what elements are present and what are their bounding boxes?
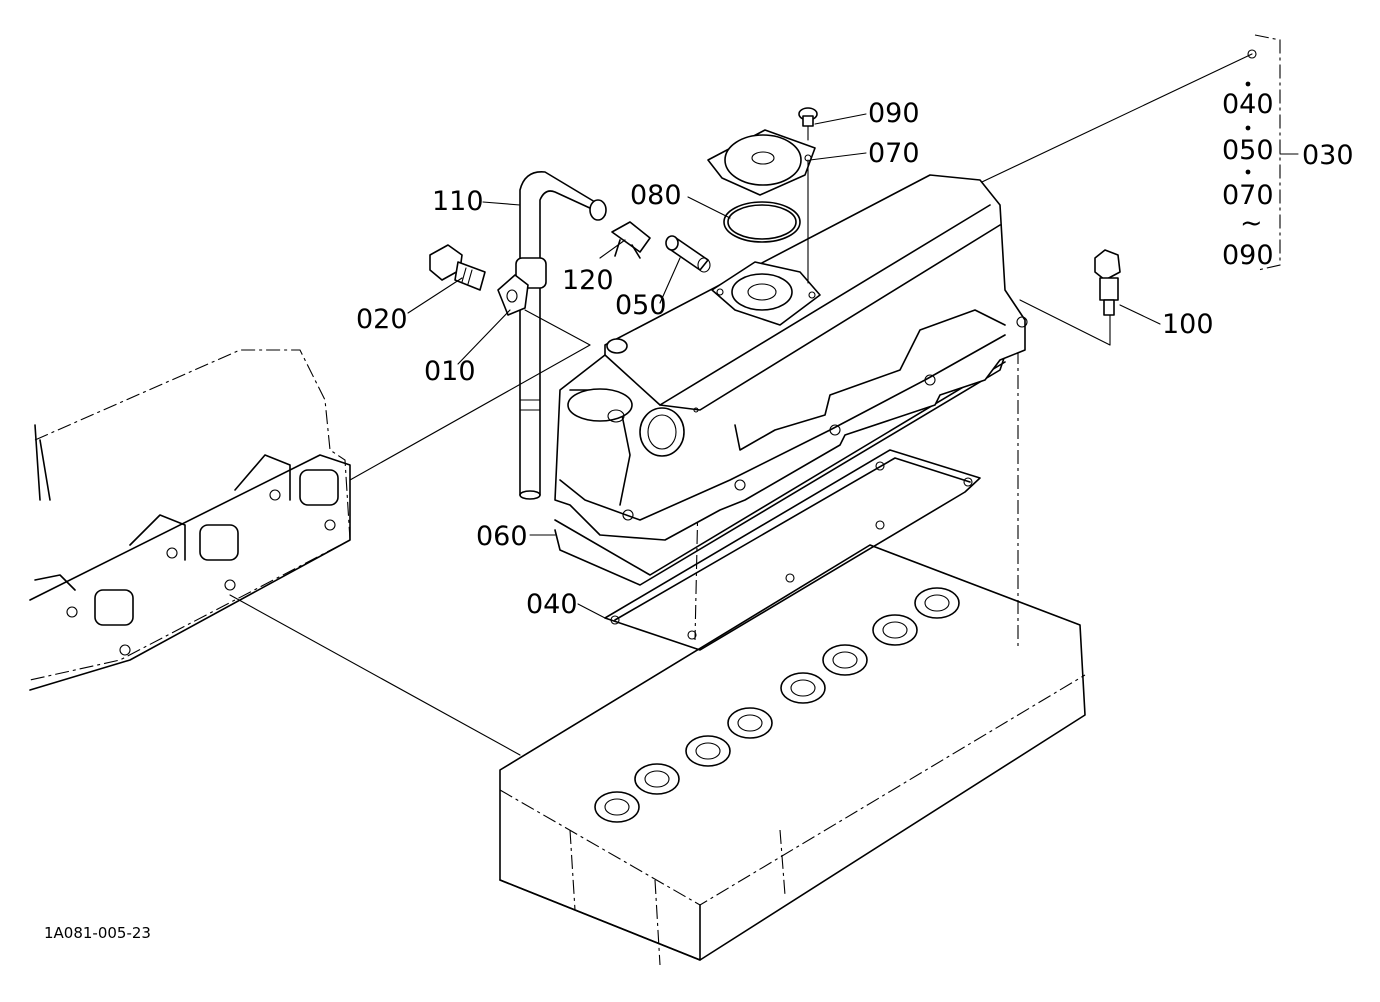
kit-item-090: 090 <box>1222 240 1274 271</box>
exhaust-manifold-phantom <box>29 349 351 691</box>
callout-120: 120 <box>562 265 614 296</box>
kit-range-mark: ~ <box>1240 208 1263 239</box>
kit-item-040: 040 <box>1222 89 1274 120</box>
kit-labels: 040 050 070 ~ 090 030 <box>1222 89 1354 271</box>
callout-labels: 090 070 080 110 120 050 020 010 100 060 … <box>356 98 1214 620</box>
kit-item-070: 070 <box>1222 180 1274 211</box>
callout-060: 060 <box>476 521 528 552</box>
callout-050: 050 <box>615 290 667 321</box>
figure-code: 1A081-005-23 <box>44 924 151 942</box>
callout-080: 080 <box>630 180 682 211</box>
cylinder-head <box>499 544 1086 966</box>
bolt-100 <box>1094 249 1121 316</box>
bolt-020 <box>429 244 486 291</box>
head-cover <box>554 174 1028 541</box>
callout-040: 040 <box>526 589 578 620</box>
callout-leaders <box>407 113 1161 619</box>
o-ring-080 <box>723 201 801 243</box>
alignment-lines <box>229 49 1257 756</box>
callout-020: 020 <box>356 304 408 335</box>
kit-label-030: 030 <box>1302 140 1354 171</box>
gasket-040 <box>604 449 981 651</box>
valve-seat-rings <box>594 587 960 823</box>
kit-item-050: 050 <box>1222 135 1274 166</box>
callout-090: 090 <box>868 98 920 129</box>
callout-070: 070 <box>868 138 920 169</box>
pipe-050 <box>665 235 711 273</box>
bracket-010 <box>497 274 529 316</box>
screw-090 <box>798 107 818 141</box>
kit-bracket <box>1245 34 1299 271</box>
callout-110: 110 <box>432 186 484 217</box>
breather-hose-110 <box>515 171 607 500</box>
callout-010: 010 <box>424 356 476 387</box>
breather-cover-070 <box>707 129 816 284</box>
clip-120 <box>611 221 651 259</box>
breather-valve-base <box>711 261 821 326</box>
callout-100: 100 <box>1162 309 1214 340</box>
